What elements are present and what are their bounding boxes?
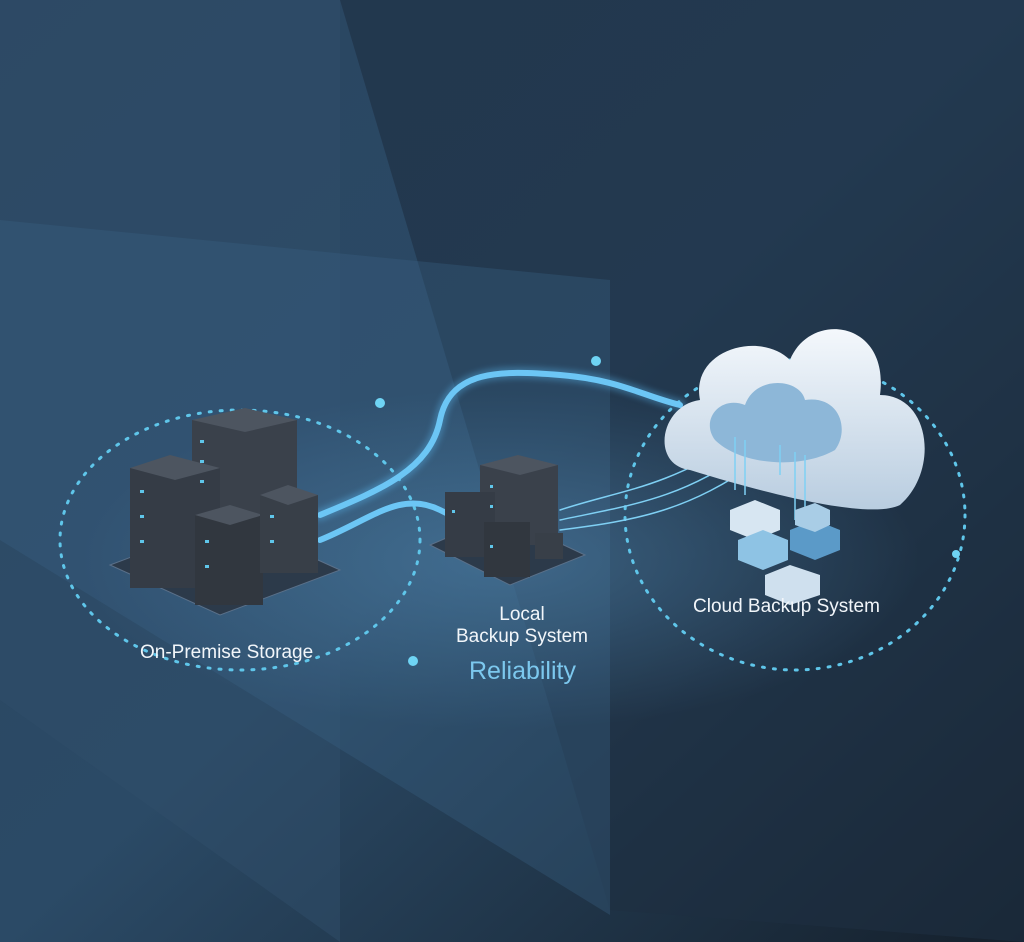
orbit-node	[591, 356, 601, 366]
reliability-label: Reliability	[469, 657, 576, 685]
orbit-node	[375, 398, 385, 408]
cloud-icon	[664, 329, 925, 530]
local-backup-servers	[428, 455, 587, 586]
cloud-backup-label: Cloud Backup System	[693, 596, 880, 617]
on-premise-servers	[108, 408, 342, 616]
orbit-node	[952, 550, 960, 558]
local-backup-label-line2: Backup System	[456, 626, 588, 647]
orbit-on-premise	[58, 408, 422, 672]
local-backup-label: Local Backup System	[452, 604, 592, 648]
on-premise-storage-label: On-Premise Storage	[140, 642, 314, 663]
orbit-node	[408, 656, 418, 666]
orbit-cloud	[623, 358, 967, 672]
data-blocks	[730, 500, 840, 605]
local-backup-label-line1: Local	[499, 604, 545, 625]
